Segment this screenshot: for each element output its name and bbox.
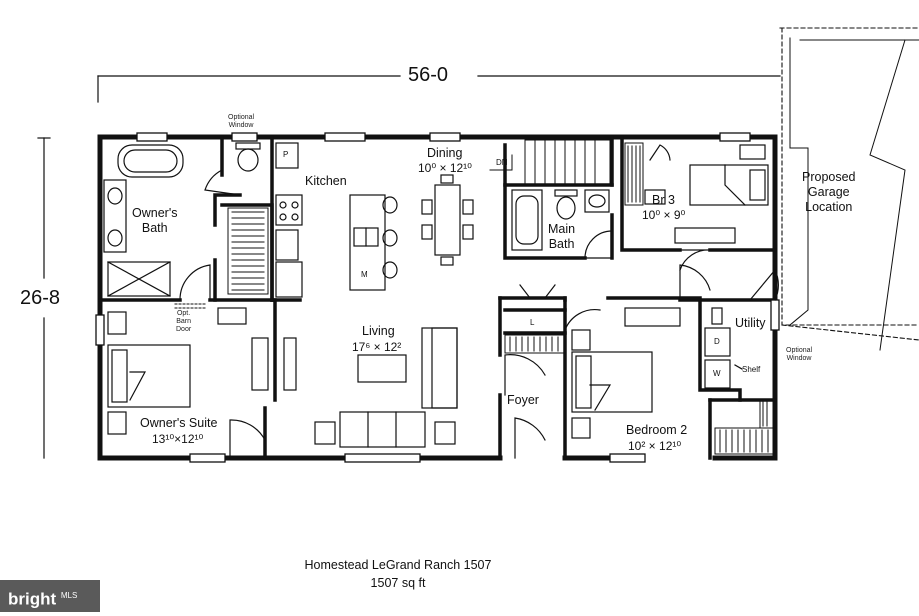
br3-label: Br 3 <box>652 193 675 207</box>
plan-title: Homestead LeGrand Ranch 1507 <box>304 558 492 572</box>
logo-suffix: MLS <box>60 591 78 600</box>
foyer-label: Foyer <box>507 393 539 407</box>
bedroom2-furniture <box>571 307 681 439</box>
utility-label: Utility <box>735 316 766 330</box>
pantry-letter: P <box>283 150 289 159</box>
dining-table <box>421 174 474 266</box>
kitchen-fixtures <box>275 142 398 298</box>
dining-size: 10⁰ × 12¹⁰ <box>418 161 472 175</box>
living-furniture <box>251 327 458 448</box>
kitchen-label: Kitchen <box>305 174 347 188</box>
microwave-letter: M <box>361 270 368 279</box>
utility-fixtures <box>704 307 743 389</box>
width-dimension-line <box>97 75 781 103</box>
living-label: Living <box>362 324 395 338</box>
owners-bath-label: Owner's Bath <box>132 206 178 235</box>
logo-text: bright <box>8 589 57 609</box>
plan-area: 1507 sq ft <box>370 576 426 590</box>
main-bath-fixtures <box>511 189 610 251</box>
closet-rods <box>227 142 776 455</box>
br3-furniture <box>644 144 769 244</box>
optional-window-top-note: Optional Window <box>228 114 255 129</box>
windows <box>95 132 780 463</box>
br3-size: 10⁰ × 9⁰ <box>642 208 686 222</box>
barn-door-marker <box>174 303 206 309</box>
doors <box>179 144 779 459</box>
brightmls-logo: bright MLS <box>0 580 100 612</box>
owners-bath-fixtures <box>103 142 261 297</box>
optional-window-right-note: Optional Window <box>786 347 813 362</box>
owners-suite-size: 13¹⁰×12¹⁰ <box>152 432 204 446</box>
depth-dimension-line <box>37 137 51 459</box>
barn-door-note: Opt. Barn Door <box>176 310 192 333</box>
garage-roof-lines <box>789 37 919 351</box>
interior-walls <box>98 135 777 460</box>
width-dimension-label: 56-0 <box>408 64 449 86</box>
stair-down-label: DN <box>496 158 508 167</box>
living-size: 17⁶ × 12² <box>352 340 402 354</box>
dryer-letter: D <box>714 337 720 346</box>
dining-label: Dining <box>427 146 463 160</box>
depth-dimension-label: 26-8 <box>20 287 61 309</box>
owners-suite-furniture <box>107 307 247 435</box>
bedroom2-size: 10² × 12¹⁰ <box>628 439 682 453</box>
washer-letter: W <box>713 369 721 378</box>
garage-outline <box>779 27 919 341</box>
stairs <box>489 139 611 186</box>
bedroom2-label: Bedroom 2 <box>626 423 688 437</box>
linen-letter: L <box>530 318 535 327</box>
main-bath-label: Main Bath <box>548 222 576 251</box>
owners-suite-label: Owner's Suite <box>140 416 218 430</box>
shelf-note: Shelf <box>742 365 761 374</box>
garage-note: Proposed Garage Location <box>802 170 856 214</box>
